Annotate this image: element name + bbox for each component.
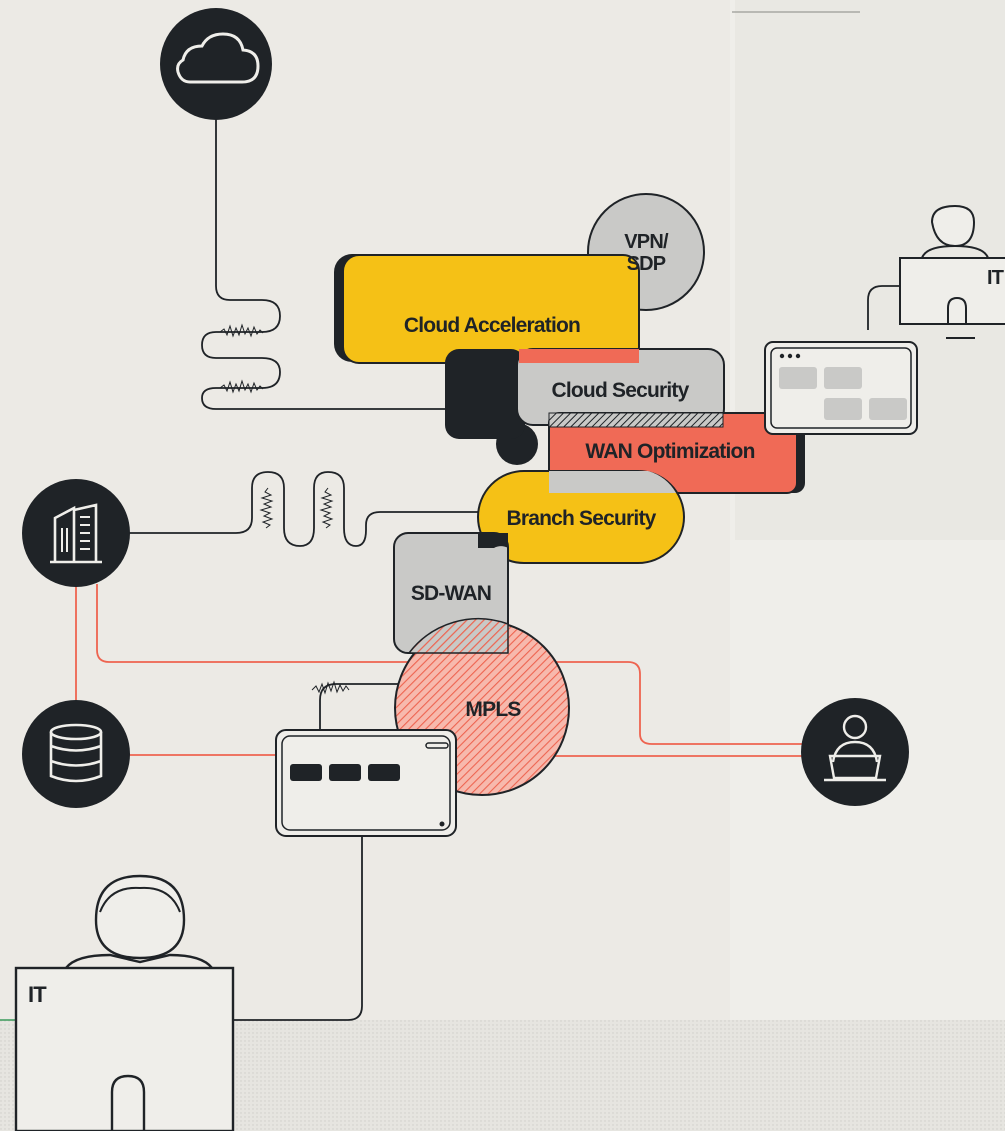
cloud-icon bbox=[160, 8, 272, 120]
vpn-label-line1: VPN/ bbox=[624, 231, 669, 253]
cloud-security-overlap bbox=[519, 349, 639, 363]
vpn-label-line2: SDP bbox=[627, 253, 666, 275]
cloud-acceleration-label: Cloud Acceleration bbox=[404, 314, 580, 337]
branch-security-label: Branch Security bbox=[506, 507, 656, 530]
it-label-left: IT bbox=[28, 982, 47, 1007]
sd-wan-dark-corner bbox=[478, 533, 508, 548]
hatched-overlap bbox=[548, 412, 724, 428]
stack-dark-bridge bbox=[445, 349, 525, 439]
sd-wan-label: SD-WAN bbox=[411, 582, 491, 605]
wan-optimization-label: WAN Optimization bbox=[585, 440, 754, 463]
cloud-acceleration-block bbox=[342, 254, 640, 364]
mpls-label: MPLS bbox=[465, 698, 521, 721]
database-icon bbox=[22, 700, 130, 808]
branch-overlap bbox=[549, 471, 676, 493]
cloud-security-label: Cloud Security bbox=[552, 379, 690, 402]
browser-window-icon bbox=[764, 341, 918, 435]
black-connections bbox=[128, 11, 900, 1021]
signal-wave-icon bbox=[219, 323, 350, 695]
it-user-icon bbox=[14, 874, 235, 1131]
it-user-icon bbox=[899, 204, 1005, 339]
mpls-overlap bbox=[407, 617, 509, 654]
router-icon bbox=[275, 729, 457, 837]
it-label-right: IT bbox=[987, 267, 1004, 289]
remote-user-icon bbox=[801, 698, 909, 806]
building-icon bbox=[22, 479, 130, 587]
